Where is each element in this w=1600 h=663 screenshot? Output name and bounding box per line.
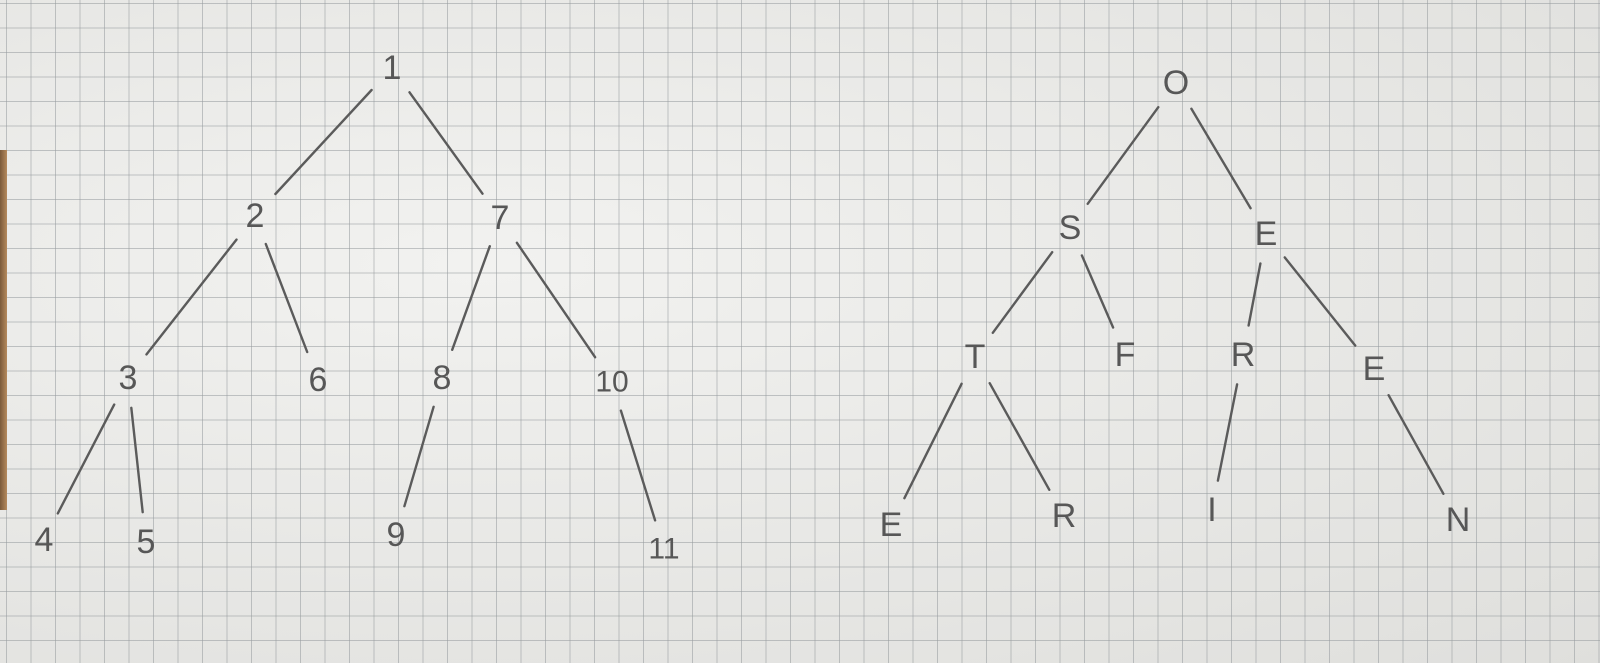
tree-node-label: S [1059, 209, 1082, 247]
tree-edge [56, 403, 116, 515]
tree-node-label: 10 [595, 366, 628, 399]
tree-edge [451, 244, 491, 351]
tree-edge [403, 405, 435, 508]
tree-node-label: 2 [246, 197, 265, 235]
tree-edge [1190, 107, 1252, 210]
tree-node-label: E [1363, 350, 1386, 388]
tree-edge [1080, 254, 1115, 329]
tree-node-label: E [880, 506, 903, 544]
tree-node-label: O [1163, 64, 1189, 102]
tree-node-label: 4 [35, 521, 54, 559]
tree-node-label: 6 [309, 361, 328, 399]
tree-edge [991, 250, 1054, 334]
tree-node-label: 7 [491, 199, 510, 237]
tree-node-label: 9 [387, 516, 406, 554]
tree-edge [1247, 262, 1262, 327]
tree-node-label: 3 [119, 359, 138, 397]
table-edge [0, 150, 7, 510]
tree-edge [130, 406, 144, 514]
tree-node-label: 5 [137, 523, 156, 561]
tree-node-label: F [1115, 336, 1136, 374]
tree-edge [264, 242, 309, 354]
tree-node-label: R [1231, 336, 1256, 374]
tree-node-label: E [1255, 215, 1278, 253]
tree-edge [903, 382, 963, 500]
tree-edge [1283, 256, 1357, 347]
tree-node-label: 11 [648, 533, 679, 566]
tree-edge [988, 382, 1051, 491]
tree-edge [274, 88, 373, 196]
tree-node-label: T [965, 338, 986, 376]
tree-edge [408, 91, 484, 195]
tree-edge [1216, 383, 1239, 482]
number-tree: 1 2 7 3 6 8 10 4 5 9 11 [35, 49, 680, 566]
tree-edge [1086, 105, 1160, 206]
tree-node-label: 1 [383, 49, 402, 87]
letter-tree: O S E T F R E E R I N [880, 64, 1471, 544]
tree-node-label: N [1446, 501, 1471, 539]
tree-node-label: 8 [433, 359, 452, 397]
tree-edge [1387, 394, 1445, 495]
tree-edge [515, 241, 597, 359]
tree-node-label: R [1052, 497, 1077, 535]
tree-edge [145, 238, 238, 356]
tree-node-label: I [1207, 491, 1216, 529]
tree-edge [619, 409, 657, 522]
